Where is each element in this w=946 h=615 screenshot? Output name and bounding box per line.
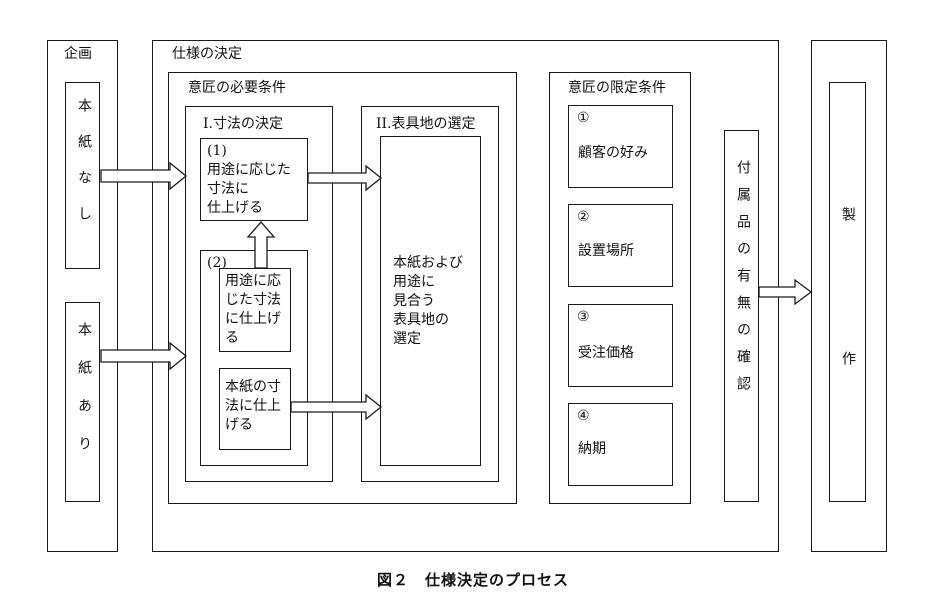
accessories-check-label: 付属品の有無の確認 (735, 160, 751, 403)
planning-panel (47, 40, 118, 552)
dimension-decision-title: I.寸法の決定 (203, 116, 283, 132)
dimension-item-2-num: (2) (207, 255, 227, 271)
dimension-item-1-line-1: 用途に応じた (207, 162, 291, 178)
limit-item-1 (568, 105, 673, 188)
dimension-item-2a-line-2: じた寸法 (225, 292, 281, 308)
production-label: 製作 (840, 207, 856, 495)
spec-decision-title: 仕様の決定 (172, 46, 242, 62)
planning-title: 企画 (64, 46, 92, 62)
dimension-item-2a-line-4: る (225, 330, 239, 346)
with-paper-box (65, 302, 100, 502)
limit-item-3-label: 受注価格 (578, 345, 634, 361)
design-limits-panel (549, 72, 691, 504)
mounting-material-line-2: 用途に (393, 274, 435, 290)
dimension-item-1-num: (1) (207, 143, 227, 159)
limit-item-3-num: ③ (577, 309, 590, 325)
limit-item-4-label: 納期 (578, 441, 606, 457)
figure-caption: 図２ 仕様決定のプロセス (376, 571, 569, 589)
dimension-item-2b-line-2: 法に仕上 (225, 398, 281, 414)
accessories-check-box (724, 130, 759, 502)
design-requirements-title: 意匠の必要条件 (188, 80, 286, 96)
limit-item-2 (568, 204, 673, 287)
no-paper-label: 本紙なし (76, 98, 92, 242)
mounting-material-line-5: 選定 (393, 331, 421, 347)
limit-item-1-label: 顧客の好み (578, 145, 648, 161)
dimension-item-1-line-3: 仕上げる (207, 200, 263, 216)
limit-item-4 (568, 403, 673, 486)
mounting-material-box (380, 136, 481, 466)
production-box (829, 82, 866, 502)
limit-item-2-num: ② (577, 209, 590, 225)
dimension-item-2b-line-1: 本紙の寸 (225, 379, 281, 395)
no-paper-box (65, 82, 100, 269)
limit-item-4-num: ④ (577, 408, 590, 424)
dimension-decision-panel (185, 106, 333, 482)
dimension-item-2b-line-3: げる (225, 417, 253, 433)
with-paper-label: 本紙あり (76, 322, 92, 474)
mounting-material-line-3: 見合う (393, 293, 435, 309)
design-limits-title: 意匠の限定条件 (568, 80, 666, 96)
dimension-item-2a-line-3: に仕上げ (225, 311, 281, 327)
mounting-material-line-1: 本紙および (393, 255, 463, 271)
mounting-material-title: II.表具地の選定 (376, 116, 476, 132)
limit-item-1-num: ① (577, 110, 590, 126)
limit-item-2-label: 設置場所 (578, 243, 634, 259)
dimension-item-1-line-2: 寸法に (207, 181, 249, 197)
design-requirements-panel (168, 72, 517, 504)
mounting-material-line-4: 表具地の (393, 312, 449, 328)
limit-item-3 (568, 304, 673, 387)
dimension-item-2a-line-1: 用途に応 (225, 273, 281, 289)
mounting-material-panel (361, 106, 499, 482)
